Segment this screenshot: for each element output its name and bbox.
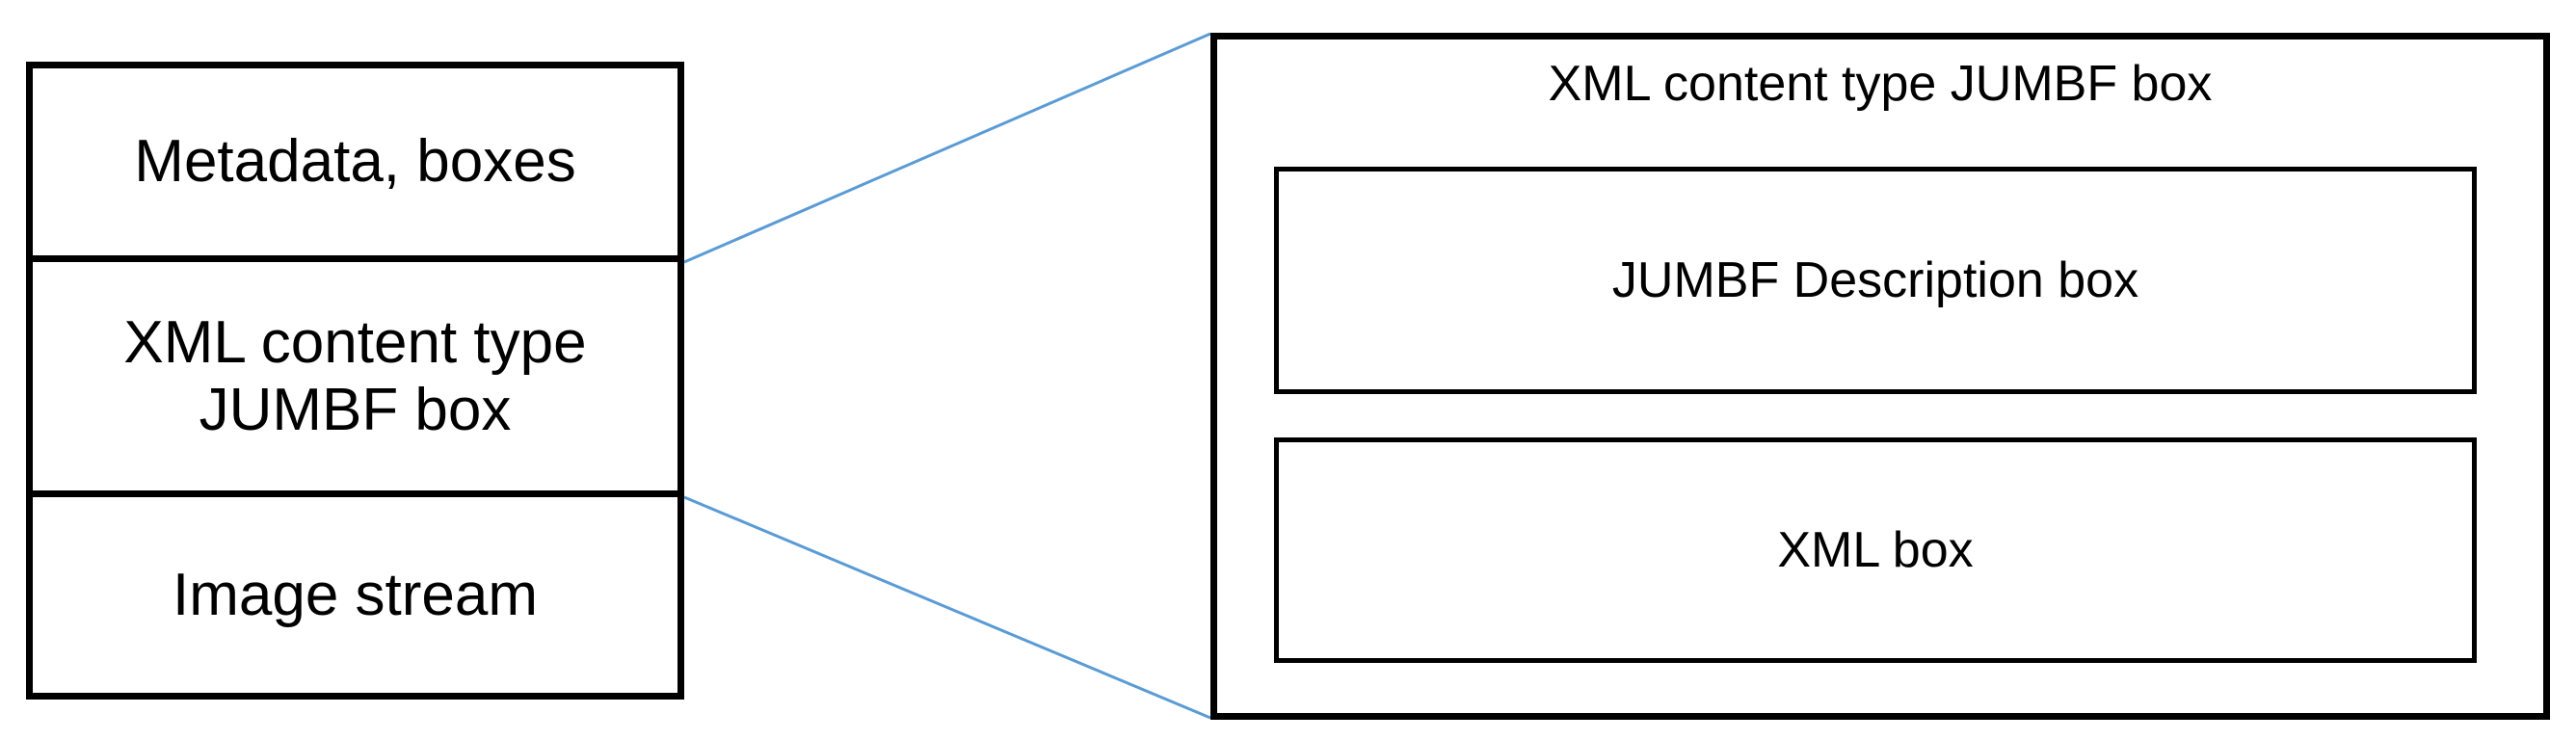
stack-cell-xml-content-type-jumbf[interactable]: XML content type JUMBF box [33,262,677,497]
connector-bottom-line [683,495,1211,720]
xml-content-type-jumbf-box-detail-panel: XML content type JUMBF box JUMBF Descrip… [1210,33,2550,720]
inner-box-jumbf-description[interactable]: JUMBF Description box [1274,167,2477,394]
inner-box-xml-label: XML box [1777,522,1974,578]
inner-box-xml[interactable]: XML box [1274,437,2477,663]
stack-cell-image-stream[interactable]: Image stream [33,497,677,693]
stack-cell-image-stream-label: Image stream [172,561,539,628]
connector-top-line [683,32,1211,264]
inner-box-jumbf-description-label: JUMBF Description box [1611,252,2139,308]
detail-panel-title: XML content type JUMBF box [1548,56,2213,112]
file-container-stack: Metadata, boxes XML content type JUMBF b… [26,62,684,700]
stack-cell-metadata-label: Metadata, boxes [134,128,576,196]
stack-cell-xml-content-type-jumbf-label: XML content type JUMBF box [123,309,587,443]
stack-cell-metadata[interactable]: Metadata, boxes [33,68,677,262]
